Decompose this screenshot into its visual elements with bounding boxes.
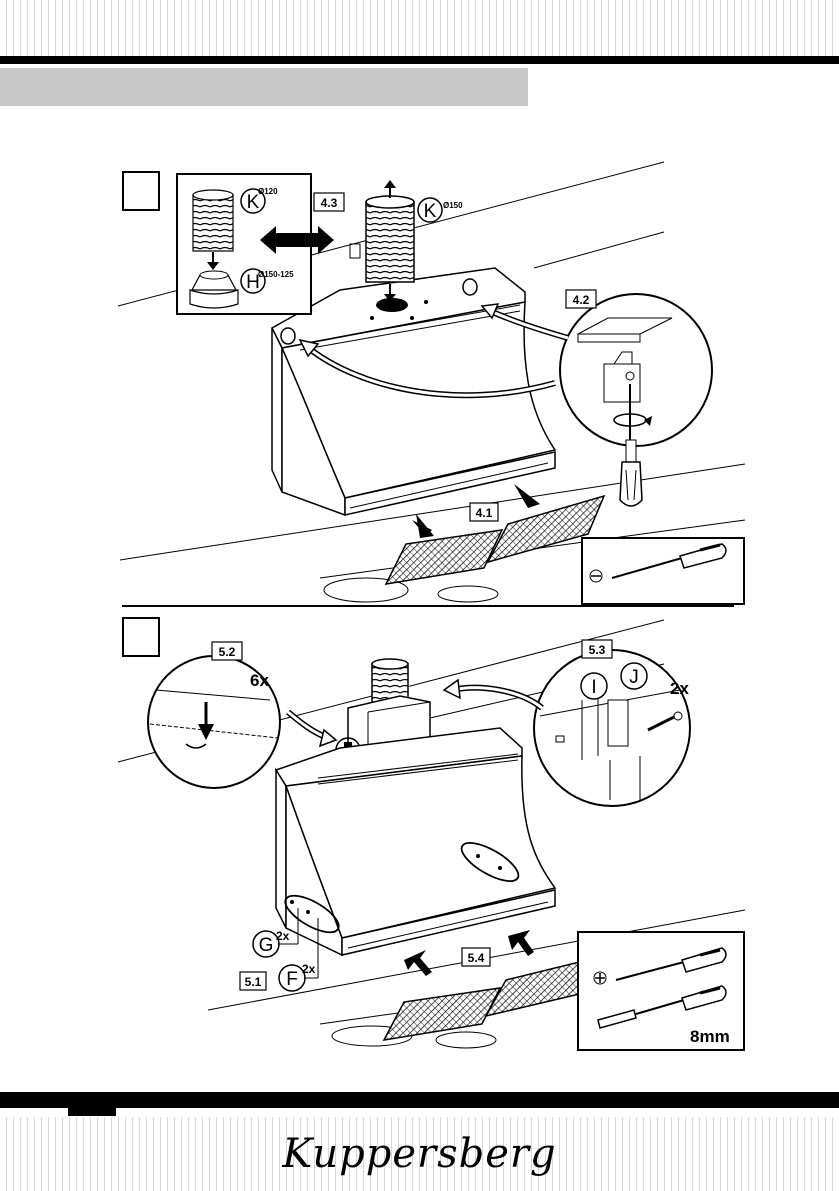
part-k-large: K Ø150 (417, 197, 463, 223)
footer-stripe-pattern (0, 1117, 839, 1191)
step-label-box (239, 971, 267, 991)
step-label-4-3: 4.3 (321, 196, 338, 210)
step-label-5-3: 5.3 (589, 643, 606, 657)
part-j: J (620, 662, 648, 690)
part-size: Ø120 (258, 187, 278, 196)
step-label-box (581, 639, 613, 659)
header-rule (0, 56, 839, 64)
tool-box-bottom: 8mm (577, 931, 745, 1051)
part-h-adapter: H Ø150-125 (240, 268, 294, 294)
screw-highlight-right (460, 842, 520, 882)
page-number-tab (68, 1106, 116, 1116)
socket-wrench-icon (597, 985, 727, 1029)
arrow-up-left-icon (404, 950, 432, 976)
phillips-screwdriver-icon (593, 947, 727, 985)
part-k-small: K Ø120 (240, 187, 278, 214)
burner (435, 1031, 497, 1049)
part-letter: K (424, 201, 437, 222)
part-letter: I (591, 677, 596, 698)
arrow-down-left-icon (412, 514, 434, 538)
arrow-to-motor-top-icon (442, 678, 461, 700)
installation-diagram: K Ø150 K Ø120 H Ø150-125 4.3 (117, 161, 746, 1051)
grease-filter-right (486, 494, 606, 564)
detail-circle-5-3: I J (533, 649, 691, 807)
step-label-box (565, 289, 597, 309)
hood-screw-right (462, 278, 478, 296)
brand-logo: Kuppersberg (282, 1131, 557, 1177)
part-quantity: 2x (276, 929, 290, 943)
arrow-down-right-icon (514, 484, 540, 508)
screwdriver-held-icon (619, 439, 643, 507)
panel-step-4: K Ø150 K Ø120 H Ø150-125 4.3 (117, 161, 746, 607)
wrench-size: 8mm (690, 1027, 730, 1046)
step-4-number-box (122, 171, 160, 211)
panel-step-5: 5.2 6x I J 5.3 2x (117, 617, 746, 1051)
step-label-box (313, 192, 345, 212)
step-label-4-2: 4.2 (573, 293, 590, 307)
part-g: G 2x (252, 908, 299, 958)
section-title-band (0, 68, 528, 106)
part-size: Ø150-125 (258, 270, 294, 279)
step-label-5-2: 5.2 (219, 645, 236, 659)
part-letter: G (259, 935, 274, 956)
arrow-up-right-icon (508, 930, 534, 956)
hood-screw-left (280, 327, 296, 345)
step-5-number-box (122, 617, 160, 657)
screw-highlight-left (284, 894, 340, 934)
arrow-to-motor-icon (318, 728, 338, 748)
step-label-box (211, 641, 243, 661)
part-f: F 2x (278, 918, 319, 992)
step-label-5-4: 5.4 (468, 951, 485, 965)
swap-arrow-icon (260, 226, 334, 254)
part-letter: F (286, 969, 298, 990)
screws-quantity: 6x (250, 671, 269, 690)
range-hood (271, 267, 557, 517)
footer-rule (0, 1092, 839, 1108)
bracket-wall (349, 243, 361, 259)
tool-box-top (581, 537, 745, 605)
part-letter: J (629, 667, 639, 688)
ceiling-line-front (533, 231, 665, 269)
hood-outlet (376, 298, 408, 312)
range-hood (274, 727, 557, 957)
part-quantity: 2x (302, 962, 316, 976)
part-i: I (580, 672, 608, 700)
step-label-5-1: 5.1 (245, 975, 262, 989)
burner (323, 577, 409, 603)
step-label-box (469, 502, 499, 522)
part-size: Ø150 (443, 201, 463, 210)
bracket-quantity: 2x (670, 679, 689, 698)
step-label-box (461, 947, 491, 967)
arrow-to-screw-left-icon (298, 338, 320, 358)
step-label-4-1: 4.1 (476, 506, 493, 520)
grease-filter-left (382, 987, 502, 1041)
part-letter: K (247, 192, 260, 213)
detail-circle-4-2 (559, 293, 713, 447)
arrow-to-screw-right-icon (480, 303, 500, 320)
header-stripe-pattern (0, 0, 839, 56)
grease-filter-left (384, 529, 504, 585)
flathead-screwdriver-icon (611, 543, 727, 579)
exhaust-pipe-k150 (365, 180, 415, 302)
part-letter: H (246, 272, 260, 293)
burner (437, 585, 499, 603)
